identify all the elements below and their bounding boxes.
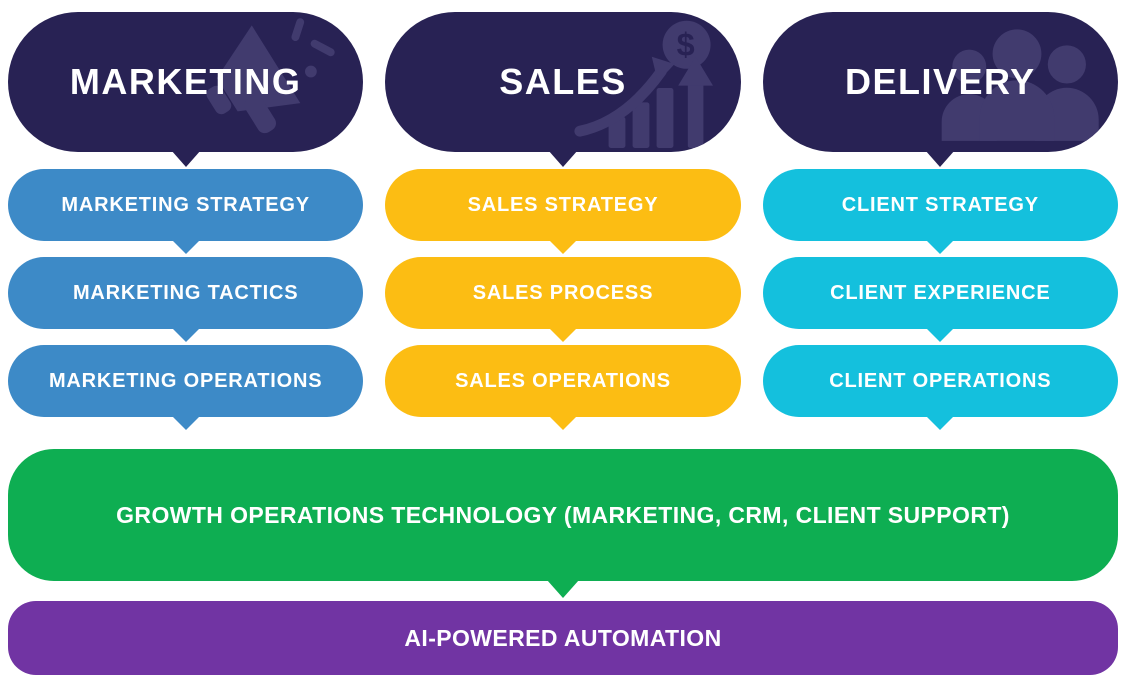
client-experience-pill: CLIENT EXPERIENCE (762, 257, 1118, 329)
marketing-header-pill: MARKETING (8, 12, 364, 152)
marketing-strategy-cell: MARKETING STRATEGY (8, 169, 364, 254)
marketing-operations-label: MARKETING OPERATIONS (48, 369, 323, 392)
growth-technology-label: GROWTH OPERATIONS TECHNOLOGY (MARKETING,… (116, 501, 1010, 528)
client-operations-pill: CLIENT OPERATIONS (762, 345, 1118, 417)
delivery-header-cell: DELIVERY (762, 12, 1118, 167)
client-strategy-pill: CLIENT STRATEGY (762, 169, 1118, 241)
sales-growth-chart-icon: $ (563, 16, 731, 152)
marketing-strategy-label: MARKETING STRATEGY (61, 193, 310, 216)
connector-arrow (925, 239, 956, 254)
column-delivery: DELIVERY CLIENT STRATEGY CLIENT EXPERIEN… (762, 12, 1118, 433)
client-operations-label: CLIENT OPERATIONS (829, 369, 1052, 392)
columns-row: MARKETING MARKETING STRATEGY MARKETING T… (8, 12, 1118, 433)
ai-automation-cell: AI-POWERED AUTOMATION (8, 601, 1118, 675)
sales-strategy-pill: SALES STRATEGY (385, 169, 741, 241)
client-strategy-label: CLIENT STRATEGY (841, 193, 1039, 216)
ai-automation-label: AI-POWERED AUTOMATION (404, 624, 722, 651)
marketing-tactics-label: MARKETING TACTICS (72, 281, 299, 304)
sales-operations-cell: SALES OPERATIONS (385, 345, 741, 430)
column-sales: $ SALES SA (385, 12, 741, 433)
sales-header-label: SALES (499, 61, 627, 102)
marketing-operations-pill: MARKETING OPERATIONS (8, 345, 364, 417)
ai-automation-bar: AI-POWERED AUTOMATION (8, 601, 1118, 675)
growth-technology-bar: GROWTH OPERATIONS TECHNOLOGY (MARKETING,… (8, 449, 1118, 581)
marketing-tactics-cell: MARKETING TACTICS (8, 257, 364, 342)
connector-arrow (170, 327, 201, 342)
svg-text:$: $ (676, 27, 696, 63)
marketing-header-connector-arrow (170, 150, 201, 167)
connector-arrow (925, 415, 956, 430)
sales-strategy-label: SALES STRATEGY (467, 193, 659, 216)
sales-process-cell: SALES PROCESS (385, 257, 741, 342)
sales-header-cell: $ SALES (385, 12, 741, 167)
connector-arrow (547, 327, 578, 342)
marketing-strategy-pill: MARKETING STRATEGY (8, 169, 364, 241)
sales-operations-label: SALES OPERATIONS (455, 369, 671, 392)
connector-arrow (547, 239, 578, 254)
connector-arrow (170, 415, 201, 430)
growth-connector-arrow (547, 580, 579, 598)
delivery-header-pill: DELIVERY (762, 12, 1118, 152)
marketing-tactics-pill: MARKETING TACTICS (8, 257, 364, 329)
client-experience-cell: CLIENT EXPERIENCE (762, 257, 1118, 342)
marketing-operations-cell: MARKETING OPERATIONS (8, 345, 364, 430)
delivery-header-label: DELIVERY (844, 61, 1036, 102)
client-strategy-cell: CLIENT STRATEGY (762, 169, 1118, 254)
marketing-header-cell: MARKETING (8, 12, 364, 167)
marketing-header-label: MARKETING (69, 61, 302, 102)
client-experience-label: CLIENT EXPERIENCE (830, 281, 1051, 304)
delivery-header-connector-arrow (925, 150, 956, 167)
connector-arrow (547, 415, 578, 430)
connector-arrow (170, 239, 201, 254)
connector-arrow (925, 327, 956, 342)
sales-process-label: SALES PROCESS (472, 281, 654, 304)
sales-header-connector-arrow (547, 150, 578, 167)
people-group-icon (912, 22, 1118, 144)
megaphone-icon (181, 12, 357, 152)
client-operations-cell: CLIENT OPERATIONS (762, 345, 1118, 430)
sales-operations-pill: SALES OPERATIONS (385, 345, 741, 417)
column-marketing: MARKETING MARKETING STRATEGY MARKETING T… (8, 12, 364, 433)
sales-strategy-cell: SALES STRATEGY (385, 169, 741, 254)
sales-process-pill: SALES PROCESS (385, 257, 741, 329)
growth-technology-cell: GROWTH OPERATIONS TECHNOLOGY (MARKETING,… (8, 449, 1118, 598)
sales-header-pill: $ SALES (385, 12, 741, 152)
